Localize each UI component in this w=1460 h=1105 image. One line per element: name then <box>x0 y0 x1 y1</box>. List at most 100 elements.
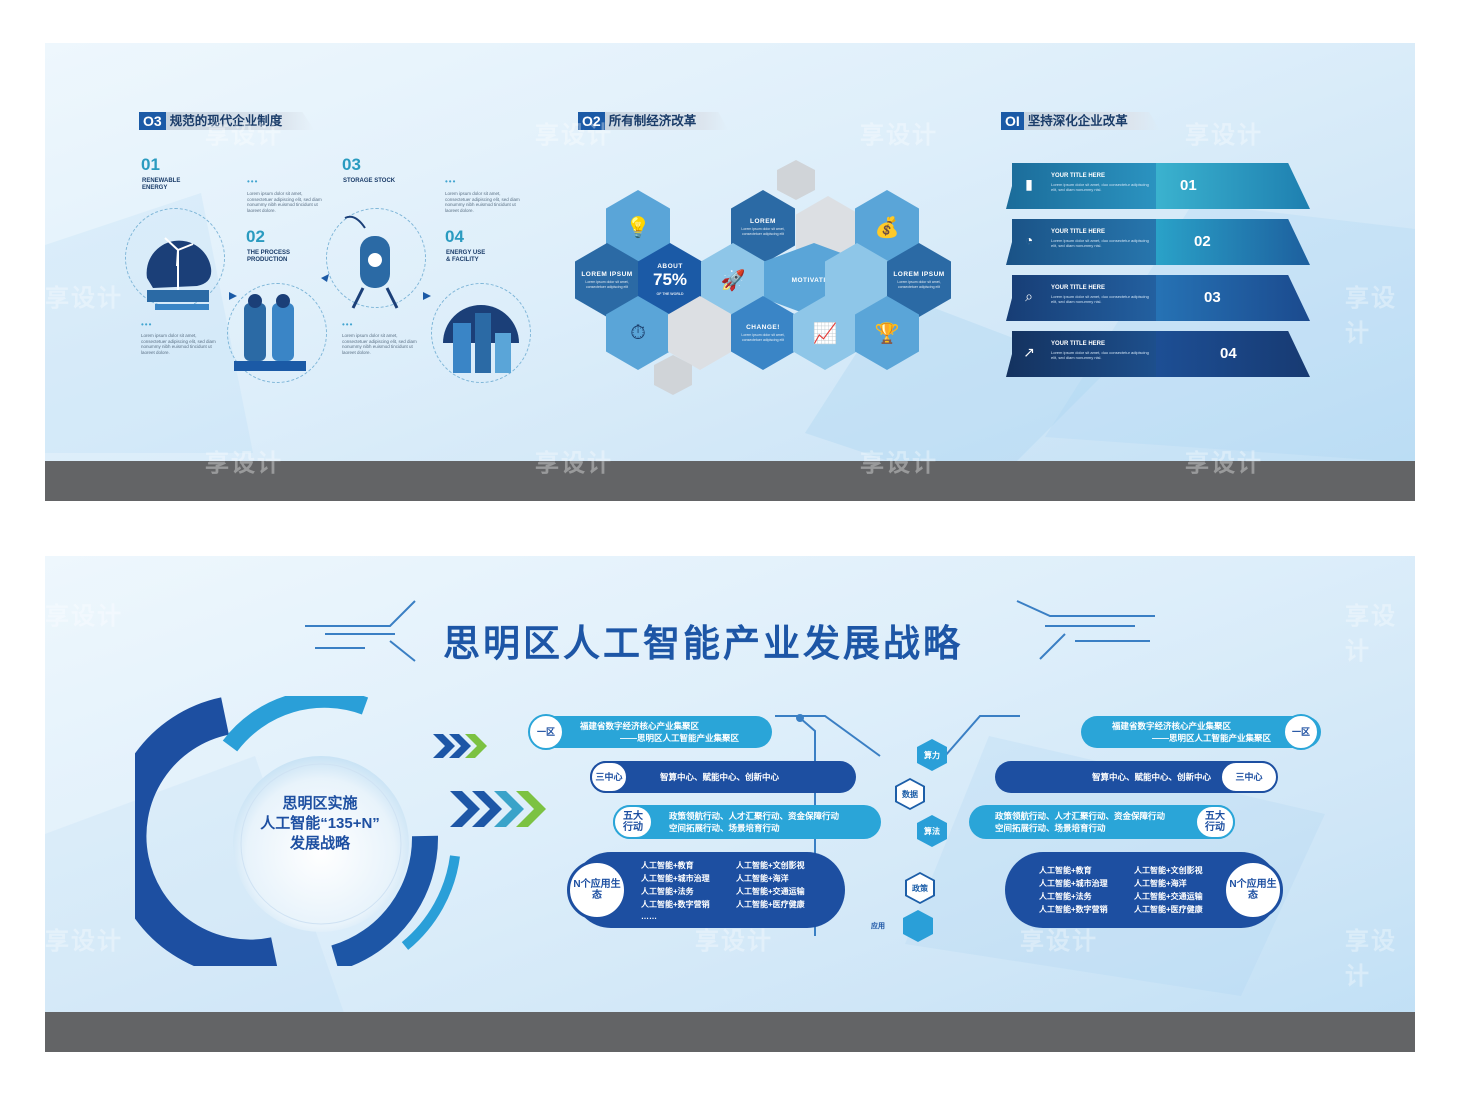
ribbon-01: ▮ YOUR TITLE HERE Lorem ipsum dolor sit … <box>1006 163 1310 209</box>
step-paragraph: Lorem ipsum dolor sit amet, consectetuer… <box>247 191 322 213</box>
emblem-line: 人工智能“135+N” <box>260 815 380 832</box>
center-tag-left: 三中心 <box>590 761 628 793</box>
ribbon-title: YOUR TITLE HERE <box>1051 173 1106 179</box>
app-item: 人工智能+城市治理 <box>1039 879 1108 888</box>
hex-deco <box>668 296 732 370</box>
watermark: 享设计 <box>1345 928 1397 990</box>
hex-text: Lorem ipsum dolor sit amet, consectetuer… <box>897 280 941 289</box>
wall-base <box>45 1012 1415 1052</box>
page-title: 思明区人工智能产业发展战略 <box>443 623 963 664</box>
storage-tank-icon <box>234 294 306 371</box>
section-title-02: O2 所有制经济改革 <box>578 112 729 130</box>
dots: ••• <box>141 320 153 329</box>
hex-cell: ⏱ <box>606 296 670 370</box>
ribbon-title: YOUR TITLE HERE <box>1051 341 1106 347</box>
strategy-emblem-text: 思明区实施 人工智能“135+N” 发展战略 <box>245 794 395 854</box>
ribbon-02: ◔ YOUR TITLE HERE Lorem ipsum dolor sit … <box>1006 219 1310 265</box>
section-label: 规范的现代企业制度 <box>165 112 315 130</box>
step-number: 03 <box>342 155 361 174</box>
section-title-01: OI 坚持深化企业改革 <box>1001 112 1160 130</box>
ribbon-subtitle: Lorem ipsum dolor sit amet, duo consecte… <box>1051 182 1149 192</box>
step-label: RENEWABLE <box>142 178 181 184</box>
app-item: 人工智能+文创影视 <box>1134 866 1203 875</box>
process-illustrations <box>146 215 519 373</box>
ribbon-title: YOUR TITLE HERE <box>1051 229 1106 235</box>
zone-pill-left: 福建省数字经济核心产业集聚区 ——思明区人工智能产业集聚区 <box>530 716 772 748</box>
arrow-icon <box>229 274 431 300</box>
hex-label: MOTIVATION <box>791 276 837 284</box>
chevron-arrows-icon <box>433 734 546 827</box>
hex-text: Lorem ipsum dolor sit amet, consectetuer… <box>741 333 785 342</box>
zone-tag-left: 一区 <box>528 714 564 750</box>
ellipsis: …… <box>641 911 657 921</box>
zone-line: ——思明区人工智能产业集聚区 <box>620 733 740 743</box>
pill-line: 政策领航行动、人才汇聚行动、资金保障行动 <box>669 811 840 821</box>
step-label: STORAGE STOCK <box>343 178 396 184</box>
zone-line: ——思明区人工智能产业集聚区 <box>1151 733 1271 743</box>
ribbon-body <box>1006 219 1156 265</box>
emblem-line: 发展战略 <box>289 835 350 852</box>
center-pill-left: 智算中心、赋能中心、创新中心 <box>590 761 856 793</box>
five-pill-left: 政策领航行动、人才汇聚行动、资金保障行动 空间拓展行动、场景培育行动 <box>613 805 881 839</box>
section-label: 坚持深化企业改革 <box>1023 112 1160 130</box>
chart-icon: 📈 <box>812 322 838 345</box>
ribbon-subtitle: Lorem ipsum dolor sit amet, duo consecte… <box>1051 350 1149 360</box>
ribbon-body <box>1006 163 1156 209</box>
ribbon-body <box>1006 331 1156 377</box>
ribbon-body <box>1006 275 1156 321</box>
app-item: 人工智能+交通运输 <box>1134 892 1203 901</box>
ribbon-tab <box>1154 163 1310 209</box>
step-paragraph: Lorem ipsum dolor sit amet, consectetuer… <box>445 191 520 213</box>
hex-cell: 📈 <box>793 296 857 370</box>
apps-tag-left: N个应用生态 <box>567 860 627 920</box>
stopwatch-icon: ⏱ <box>630 321 646 344</box>
apps-grid: 人工智能+教育 人工智能+文创影视 人工智能+城市治理 人工智能+海洋 人工智能… <box>1039 865 1229 915</box>
step-label: THE PROCESS <box>247 250 291 256</box>
ribbon-number: 04 <box>1220 345 1237 362</box>
strategy-emblem <box>135 696 546 966</box>
hex-deco <box>777 160 815 200</box>
hex-label: LOREM <box>750 218 776 225</box>
watermark: 享设计 <box>45 603 123 630</box>
step-circle <box>227 283 327 383</box>
zone-line: 福建省数字经济核心产业集聚区 <box>580 721 700 731</box>
app-item: 人工智能+海洋 <box>736 873 789 883</box>
app-item: 人工智能+数字营销 <box>1039 905 1108 914</box>
section-title-03: O3 规范的现代企业制度 <box>139 112 315 130</box>
step-label: ENERGY <box>142 185 168 191</box>
app-item: 人工智能+医疗健康 <box>736 899 805 909</box>
step-number: 02 <box>246 227 265 246</box>
watermark: 享设计 <box>860 122 938 149</box>
app-item: 人工智能+交通运输 <box>736 886 805 896</box>
pill-line: 空间拓展行动、场景培育行动 <box>669 823 780 833</box>
ribbon-subtitle: Lorem ipsum dolor sit amet, duo consecte… <box>1051 294 1149 304</box>
app-item: 人工智能+法务 <box>641 886 694 896</box>
ribbon-number: 01 <box>1180 177 1197 194</box>
step-label: ENERGY USE <box>446 250 486 256</box>
step-number: 01 <box>141 155 160 174</box>
line-chart-icon: ↗ <box>1023 344 1035 360</box>
bulb-icon: 💡 <box>625 216 651 239</box>
chain-node-label: 政策 <box>907 874 933 902</box>
step-circle <box>431 283 531 383</box>
step-paragraph: Lorem ipsum dolor sit amet, consectetuer… <box>342 333 417 355</box>
pill-line: 政策领航行动、人才汇聚行动、资金保障行动 <box>994 811 1165 821</box>
section-label: 所有制经济改革 <box>604 112 729 130</box>
money-bag-icon: 💰 <box>874 216 900 239</box>
step-circle <box>326 208 426 308</box>
hydrogen-tank-icon <box>344 215 399 309</box>
five-tag-right: 五大行动 <box>1195 805 1235 839</box>
section-number: OI <box>1001 112 1024 130</box>
app-item: 人工智能+医疗健康 <box>1134 905 1203 914</box>
percent-value: 75% <box>652 270 688 290</box>
emblem-line: 思明区实施 <box>282 795 358 812</box>
center-tag-right: 三中心 <box>1220 761 1278 793</box>
app-item: 人工智能+海洋 <box>1134 879 1187 888</box>
hex-text: Lorem ipsum dolor sit amet, consectetuer… <box>741 227 785 236</box>
hex-label: CHANGE! <box>746 324 780 331</box>
ribbon-04: ↗ YOUR TITLE HERE Lorem ipsum dolor sit … <box>1006 331 1310 377</box>
app-item: 人工智能+城市治理 <box>641 873 710 883</box>
five-pill-right: 政策领航行动、人才汇聚行动、资金保障行动 空间拓展行动、场景培育行动 <box>969 805 1235 839</box>
hex-label: ABOUT <box>657 263 683 271</box>
pill-text: 智算中心、赋能中心、创新中心 <box>1091 772 1211 782</box>
